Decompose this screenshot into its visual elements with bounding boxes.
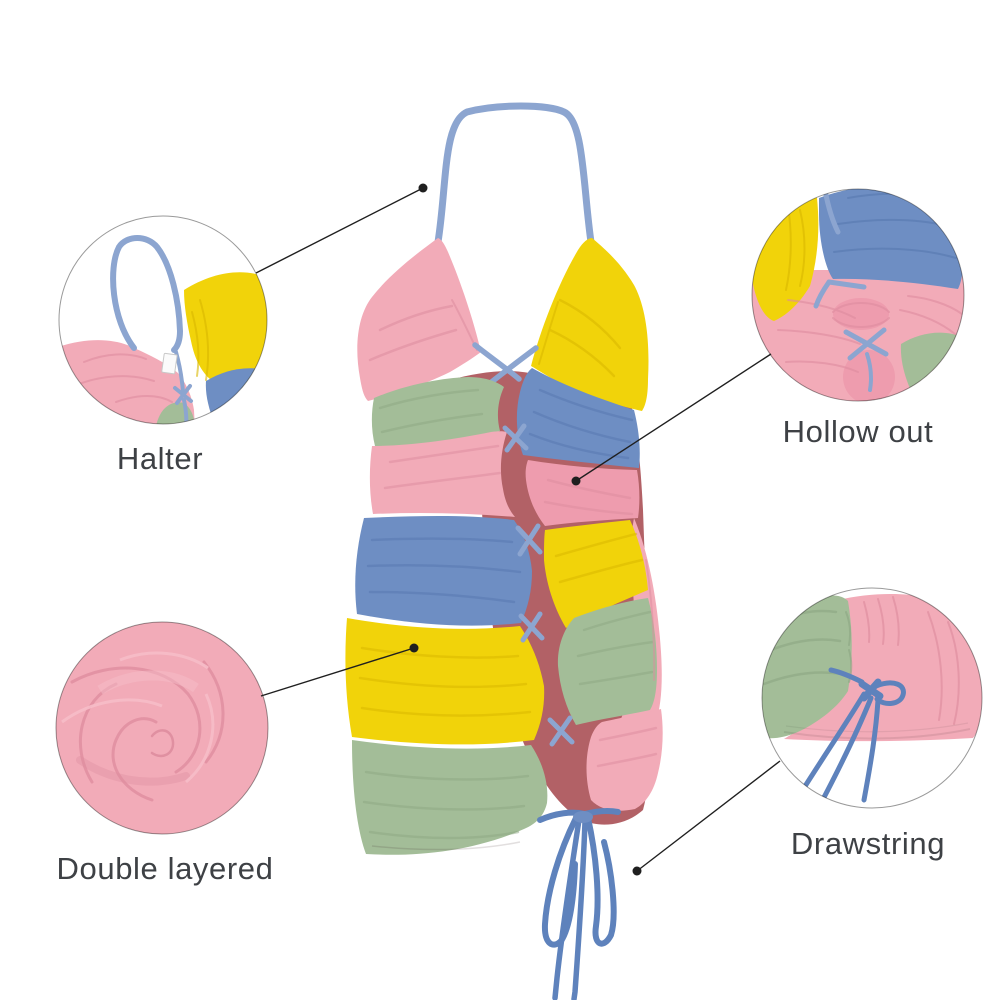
hollow-detail-hole-upper — [833, 298, 889, 330]
cup-fold-lines — [368, 298, 622, 378]
hollow-out-label: Hollow out — [782, 414, 934, 449]
halter-detail-photo — [58, 215, 268, 425]
halter-detail-strap-loop — [110, 235, 184, 353]
halter-neck-strap — [434, 102, 595, 246]
double-layered-pointer-dot — [409, 643, 419, 653]
care-tag — [161, 352, 178, 375]
fabric-swirl-strokes — [61, 651, 225, 802]
dress-green-segment-right — [557, 598, 657, 725]
drawstring-detail-folds — [762, 596, 971, 740]
dress-green-band-left — [371, 377, 504, 452]
hollow-out-detail-photo — [751, 188, 965, 402]
hollow-out-leader-line — [575, 353, 772, 482]
drawstring-circle-rim — [761, 587, 983, 809]
dress-pink-band-left — [369, 431, 515, 517]
halter-circle-rim — [58, 215, 268, 425]
dress-illustration — [345, 102, 663, 1000]
drawstring-detail-strings — [794, 667, 906, 808]
halter-detail-blue-fabric — [205, 368, 267, 424]
double-layered-label: Double layered — [56, 851, 274, 886]
drawstring-detail-photo — [761, 587, 983, 809]
dress-pink-band-right — [525, 460, 640, 526]
double-circle-rim — [55, 621, 269, 835]
drawstring-leader-line — [636, 760, 781, 872]
hollow-circle-rim — [751, 188, 965, 402]
drawstring-pointer-dot — [632, 866, 642, 876]
dress-left-cup-pink — [357, 238, 481, 401]
lace-up-cords — [502, 423, 575, 747]
hollow-detail-blue-band — [819, 189, 964, 289]
cross-straps — [472, 342, 539, 387]
halter-leader-line — [255, 187, 424, 274]
band-fold-lines — [358, 388, 658, 851]
dress-green-skirt-bottom — [352, 740, 548, 855]
halter-label: Halter — [116, 441, 204, 476]
double-layered-leader-line — [260, 647, 415, 697]
halter-pointer-dot — [418, 183, 428, 193]
dress-right-cup-yellow — [531, 238, 649, 411]
fabric-swirl-detail-photo — [55, 621, 269, 835]
drawstring-label: Drawstring — [790, 826, 946, 861]
callout-leader-lines — [255, 183, 781, 876]
halter-detail-yellow-fabric — [184, 272, 267, 389]
side-drawstring-ties — [537, 807, 621, 1000]
tie-knot — [573, 811, 593, 823]
hollow-out-pointer-dot — [571, 476, 581, 486]
halter-detail-folds — [73, 299, 209, 403]
dress-yellow-segment-right — [544, 520, 648, 628]
